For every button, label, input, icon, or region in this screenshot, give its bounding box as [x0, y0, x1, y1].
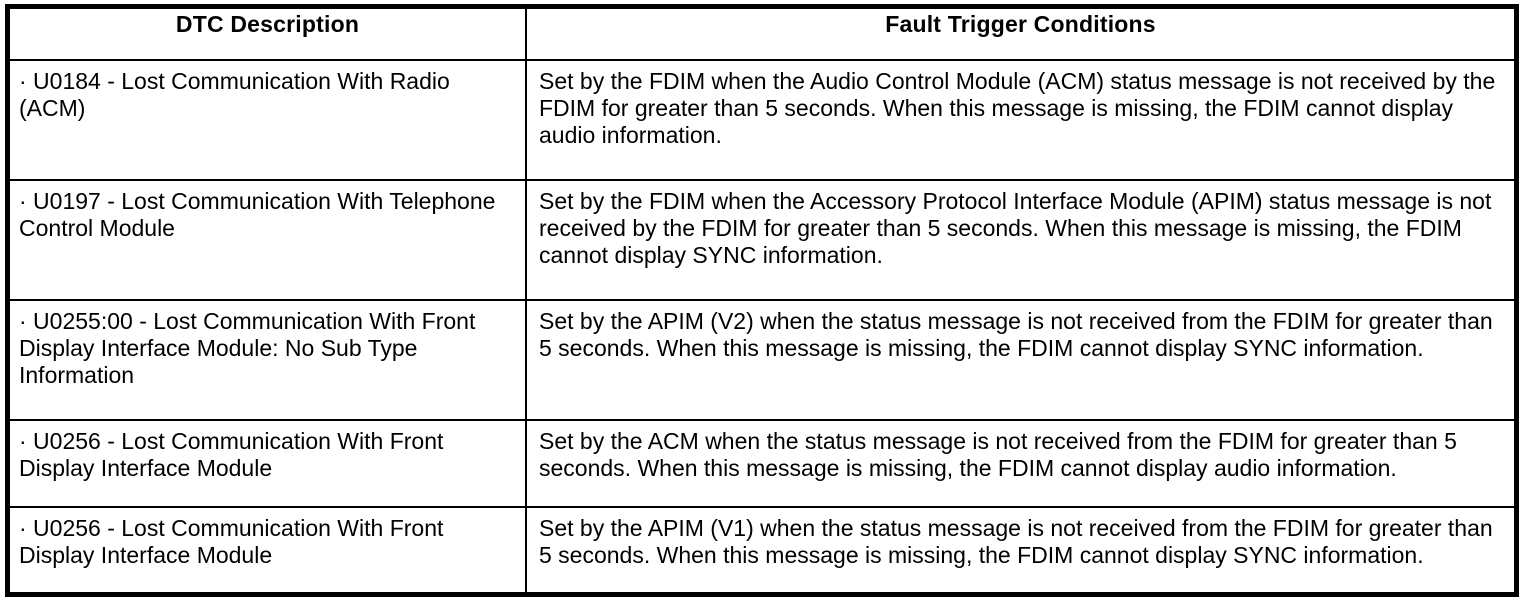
fault-trigger-conditions-cell: Set by the FDIM when the Audio Control M…: [525, 58, 1514, 182]
dtc-description-cell: · U0256 - Lost Communication With Front …: [10, 505, 527, 592]
dtc-description-cell: · U0255:00 - Lost Communication With Fro…: [10, 299, 527, 422]
dtc-description-cell: · U0197 - Lost Communication With Teleph…: [10, 179, 527, 302]
table-row: · U0256 - Lost Communication With Front …: [10, 505, 1514, 592]
table-row: · U0256 - Lost Communication With Front …: [10, 419, 1514, 508]
table-row: · U0184 - Lost Communication With Radio …: [10, 58, 1514, 182]
column-header-dtc-description: DTC Description: [10, 9, 527, 61]
dtc-fault-table-container: DTC Description Fault Trigger Conditions…: [5, 4, 1519, 597]
dtc-description-cell: · U0256 - Lost Communication With Front …: [10, 419, 527, 508]
fault-trigger-conditions-cell: Set by the FDIM when the Accessory Proto…: [525, 179, 1514, 302]
table-row: · U0197 - Lost Communication With Teleph…: [10, 179, 1514, 302]
fault-trigger-conditions-cell: Set by the ACM when the status message i…: [525, 419, 1514, 508]
dtc-fault-table: DTC Description Fault Trigger Conditions…: [10, 9, 1514, 592]
fault-trigger-conditions-cell: Set by the APIM (V2) when the status mes…: [525, 299, 1514, 422]
dtc-description-cell: · U0184 - Lost Communication With Radio …: [10, 58, 527, 182]
fault-trigger-conditions-cell: Set by the APIM (V1) when the status mes…: [525, 505, 1514, 592]
table-header-row: DTC Description Fault Trigger Conditions: [10, 9, 1514, 61]
table-row: · U0255:00 - Lost Communication With Fro…: [10, 299, 1514, 422]
column-header-fault-trigger-conditions: Fault Trigger Conditions: [525, 9, 1514, 61]
